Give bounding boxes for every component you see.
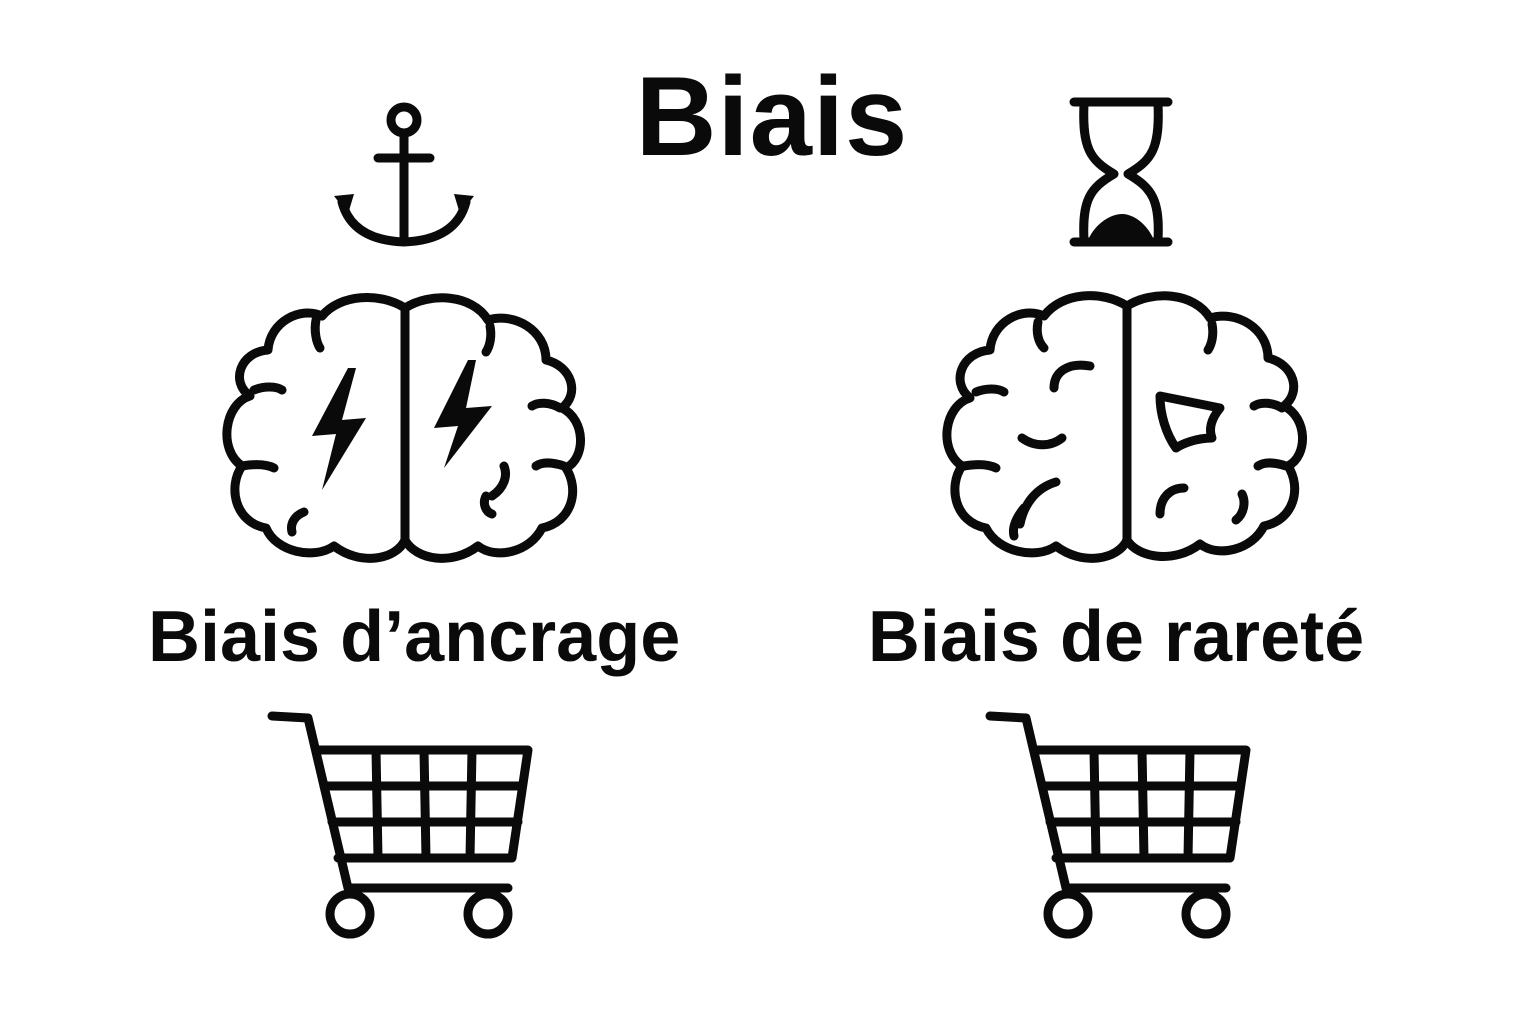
diagram-title: Biais — [635, 54, 909, 179]
brain-lightning-icon — [220, 290, 590, 580]
hourglass-icon — [1066, 94, 1176, 252]
shopping-cart-icon — [266, 708, 536, 948]
label-anchoring-bias: Biais d’ancrage — [148, 597, 681, 677]
label-scarcity-bias: Biais de rareté — [867, 597, 1365, 677]
anchor-icon — [332, 98, 476, 248]
shopping-cart-icon — [984, 708, 1254, 948]
brain-icon — [940, 288, 1310, 578]
